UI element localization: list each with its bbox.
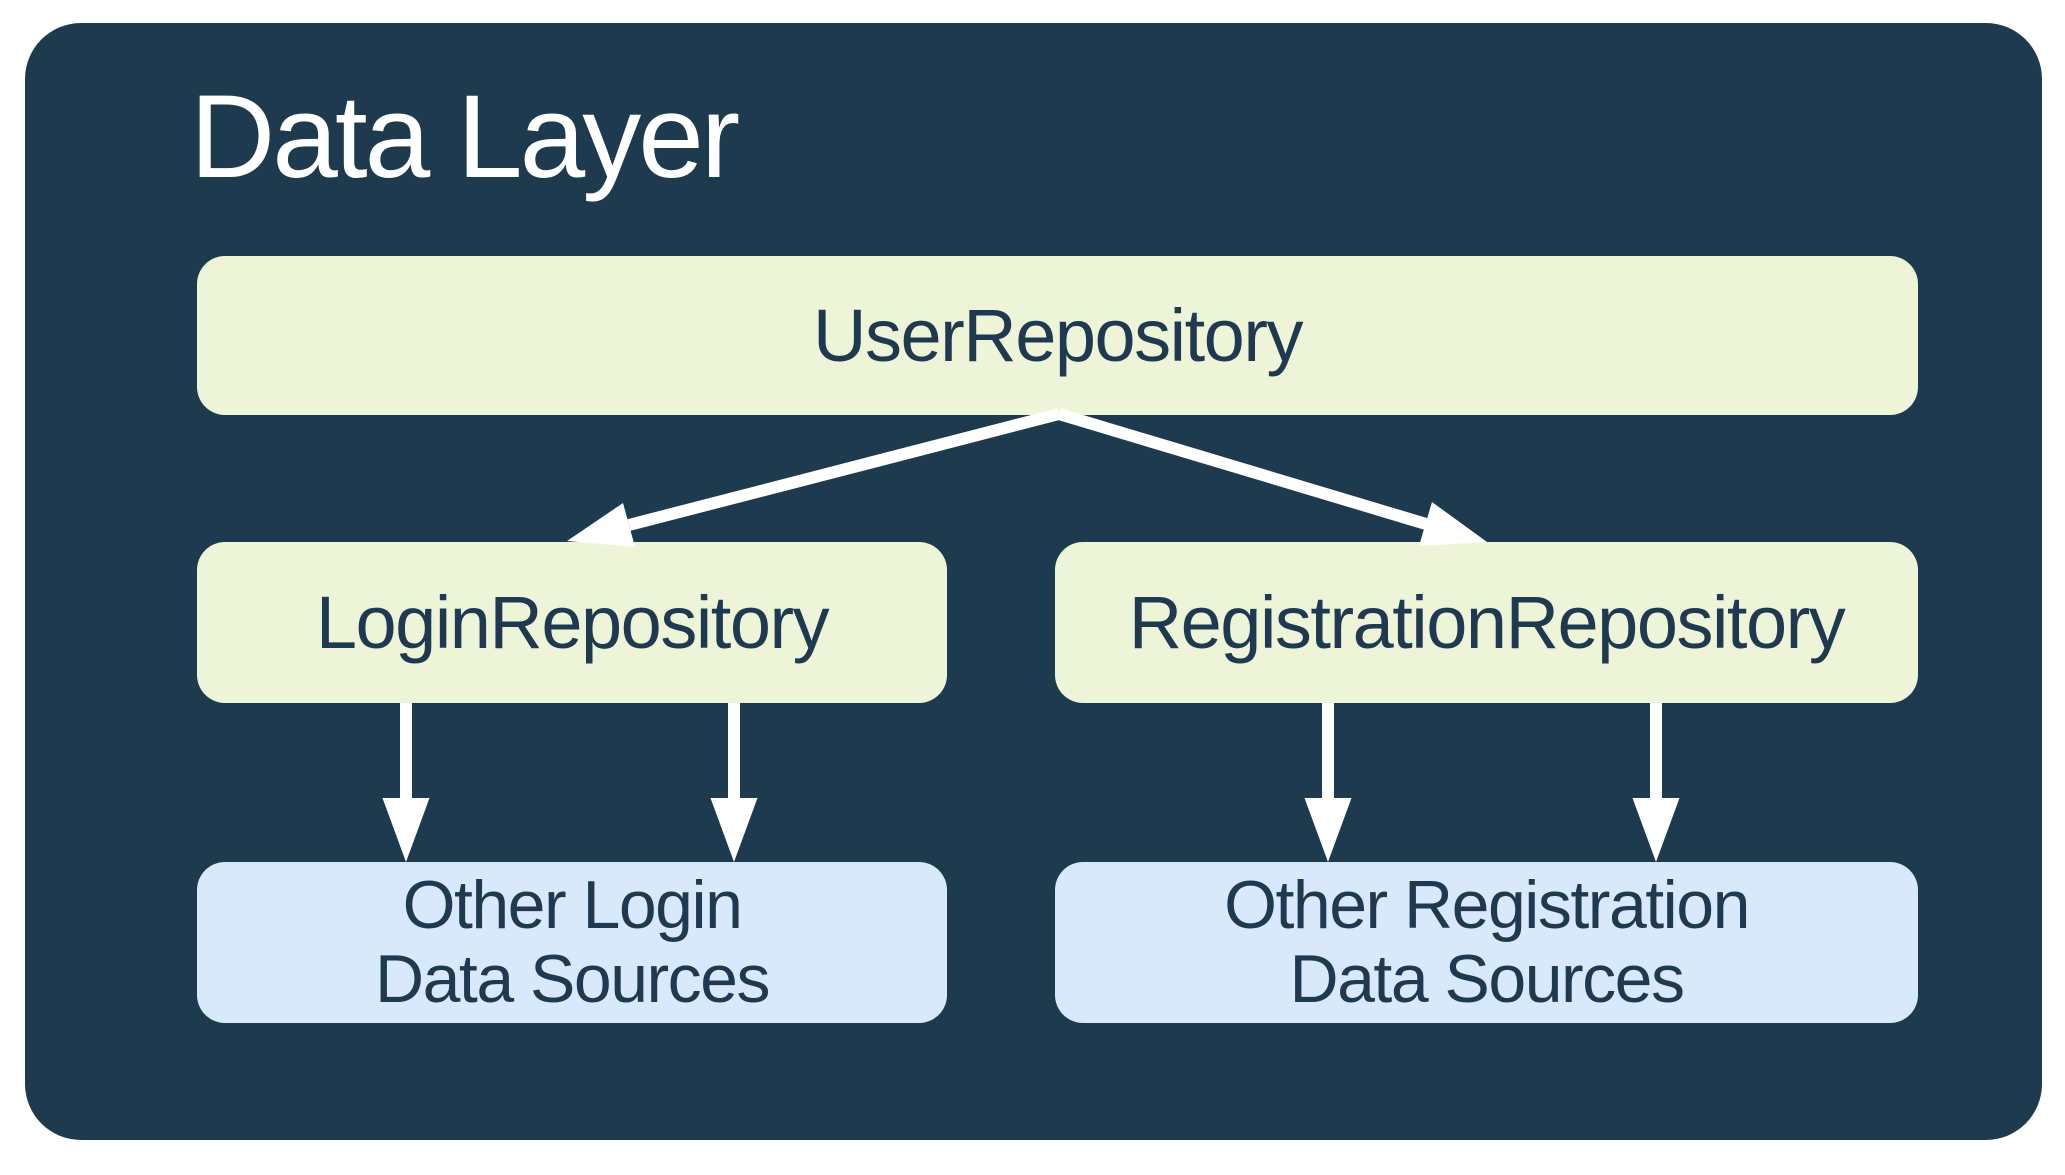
node-registration-repository-label: RegistrationRepository bbox=[1128, 581, 1846, 664]
node-other-login-data-sources: Other Login Data Sources bbox=[197, 862, 947, 1023]
node-user-repository-label: UserRepository bbox=[813, 294, 1303, 377]
diagram-title: Data Layer bbox=[190, 71, 740, 203]
node-registration-repository: RegistrationRepository bbox=[1055, 542, 1918, 703]
node-login-repository-label: LoginRepository bbox=[315, 581, 830, 664]
node-other-registration-data-sources-label-line2: Data Sources bbox=[1289, 940, 1685, 1017]
node-other-registration-data-sources: Other Registration Data Sources bbox=[1055, 862, 1918, 1023]
node-other-registration-data-sources-label-line1: Other Registration bbox=[1224, 867, 1750, 944]
node-other-login-data-sources-label-line1: Other Login bbox=[402, 867, 743, 944]
node-user-repository: UserRepository bbox=[197, 256, 1918, 415]
node-other-login-data-sources-label-line2: Data Sources bbox=[375, 940, 770, 1017]
node-login-repository: LoginRepository bbox=[197, 542, 947, 703]
